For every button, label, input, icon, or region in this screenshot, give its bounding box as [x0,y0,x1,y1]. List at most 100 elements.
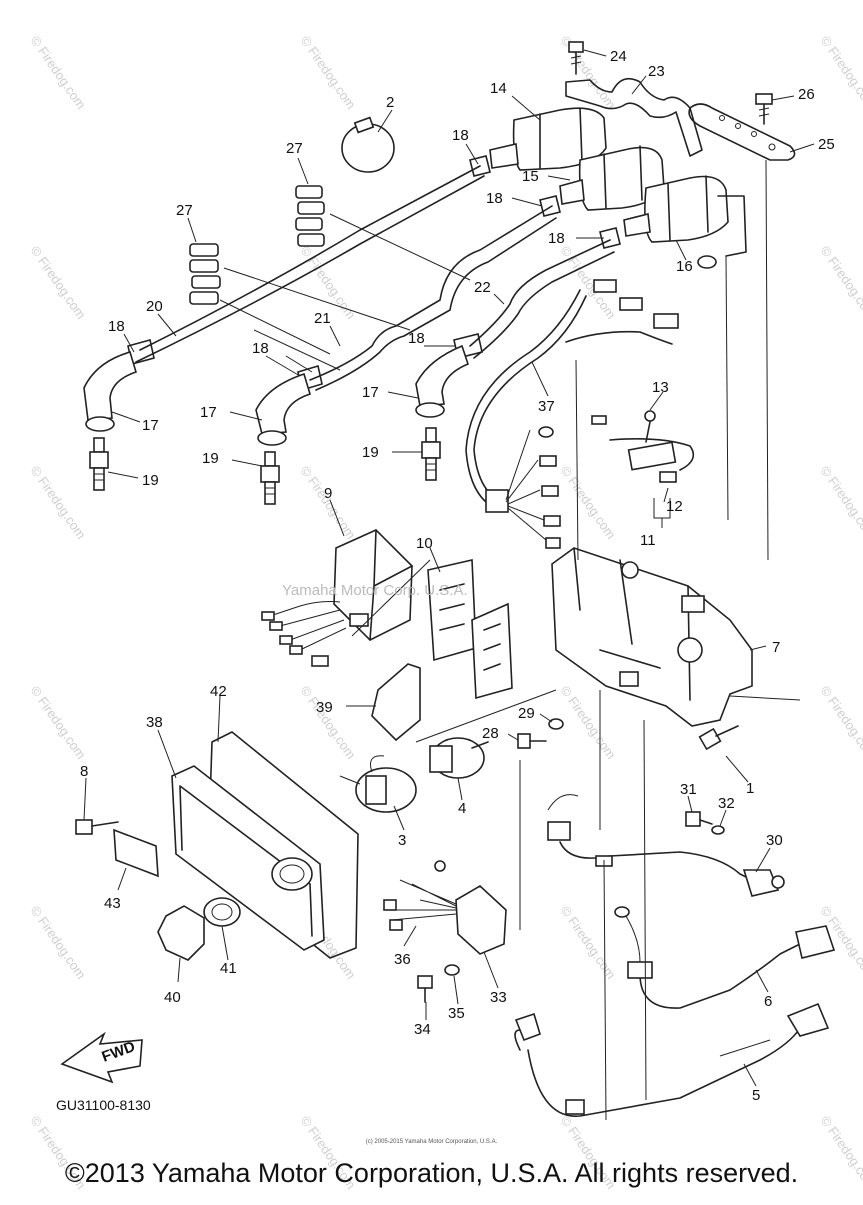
callout-8: 8 [80,763,88,780]
watermark-text: © Firedog.com [818,33,863,112]
guide-lines [219,213,471,371]
callout-29: 29 [518,705,535,722]
callout-2: 2 [386,94,394,111]
callout-27: 27 [286,140,303,157]
lead-6 [614,906,836,1009]
plate-25 [688,103,796,161]
bolt-34 [417,975,433,1003]
watermark-text: © Firedog.com [28,683,89,762]
switch-4 [429,737,489,779]
callout-25: 25 [818,136,835,153]
callout-18: 18 [252,340,269,357]
cable-grommets [127,155,621,392]
callout-18: 18 [548,230,565,247]
watermark-text: © Firedog.com [28,463,89,542]
callout-37: 37 [538,398,555,415]
washer-35 [444,964,460,976]
callout-9: 9 [324,485,332,502]
fine-print: (c) 2005-2015 Yamaha Motor Corporation, … [365,1139,498,1145]
watermark-text: © Firedog.com [28,903,89,982]
callout-27: 27 [176,202,193,219]
callout-18: 18 [408,330,425,347]
callout-18: 18 [452,127,469,144]
callout-33: 33 [490,989,507,1006]
callout-34: 34 [414,1021,431,1038]
callout-10: 10 [416,535,433,552]
watermark-text: © Firedog.com [28,243,89,322]
clamp-23 [565,77,703,157]
watermark-text: © Firedog.com [558,463,619,542]
clip-27-lower [189,243,221,305]
bolt-24 [568,41,584,75]
sensor-11 [591,410,695,528]
callout-19: 19 [362,444,379,461]
watermark-text: © Firedog.com [298,33,359,112]
cable-21 [309,205,553,381]
bolt-28 [517,733,547,749]
callout-36: 36 [394,951,411,968]
callout-22: 22 [474,279,491,296]
callout-19: 19 [202,450,219,467]
callout-7: 7 [772,639,780,656]
leader-lines [83,49,815,1087]
callout-31: 31 [680,781,697,798]
rectifier-10 [427,559,513,700]
callout-14: 14 [490,80,507,97]
callout-35: 35 [448,1005,465,1022]
callout-5: 5 [752,1087,760,1104]
cable-22 [469,239,611,347]
bolt-26 [755,93,773,125]
band-2 [341,123,395,173]
callout-6: 6 [764,993,772,1010]
washer-29 [548,718,564,730]
callout-39: 39 [316,699,333,716]
cover-38 [171,765,325,951]
lead-5 [514,1002,830,1117]
callout-42: 42 [210,683,227,700]
callout-17: 17 [200,404,217,421]
watermark-text: © Firedog.com [818,243,863,322]
bolt-1 [698,725,739,751]
center-watermark: Yamaha Motor Corp. U.S.A. [282,582,468,599]
callout-26: 26 [798,86,815,103]
washer-32 [711,825,725,835]
bolt-8 [75,819,119,835]
callout-4: 4 [458,800,466,817]
bolt-31 [685,811,713,827]
cap-40 [157,905,205,961]
relay-3 [339,755,417,813]
ignition-coil-15 [559,145,665,211]
plug-cap-17-mid [255,372,311,446]
assembly-lines [351,159,801,1121]
callout-30: 30 [766,832,783,849]
copyright-notice: ©2013 Yamaha Motor Corporation, U.S.A. A… [64,1158,799,1188]
watermark-text: © Firedog.com [558,683,619,762]
watermark-text: © Firedog.com [818,463,863,542]
callout-11: 11 [640,532,656,549]
label-43 [113,828,159,878]
ignition-coil-14 [489,107,607,171]
bracket-39 [371,663,421,742]
part-drawings: FWD [60,41,836,1121]
plug-cap-17-left [83,351,137,432]
callout-19: 19 [142,472,159,489]
wire-harness-37 [465,279,679,549]
callout-1: 1 [746,780,754,797]
callout-21: 21 [314,310,331,327]
watermark-text: © Firedog.com [558,903,619,982]
o-ring-41 [203,897,241,927]
callout-20: 20 [146,298,163,315]
unit-33 [455,885,507,955]
callout-18: 18 [486,190,503,207]
callout-12: 12 [666,498,683,515]
sensor-lead-30 [547,794,785,897]
ignition-coil-16 [623,175,747,269]
callout-17: 17 [142,417,159,434]
spark-plug-19-right [421,427,441,481]
callout-17: 17 [362,384,379,401]
callout-18: 18 [108,318,125,335]
harness-36 [383,860,457,931]
callout-3: 3 [398,832,406,849]
spark-plug-19-mid [260,451,280,505]
